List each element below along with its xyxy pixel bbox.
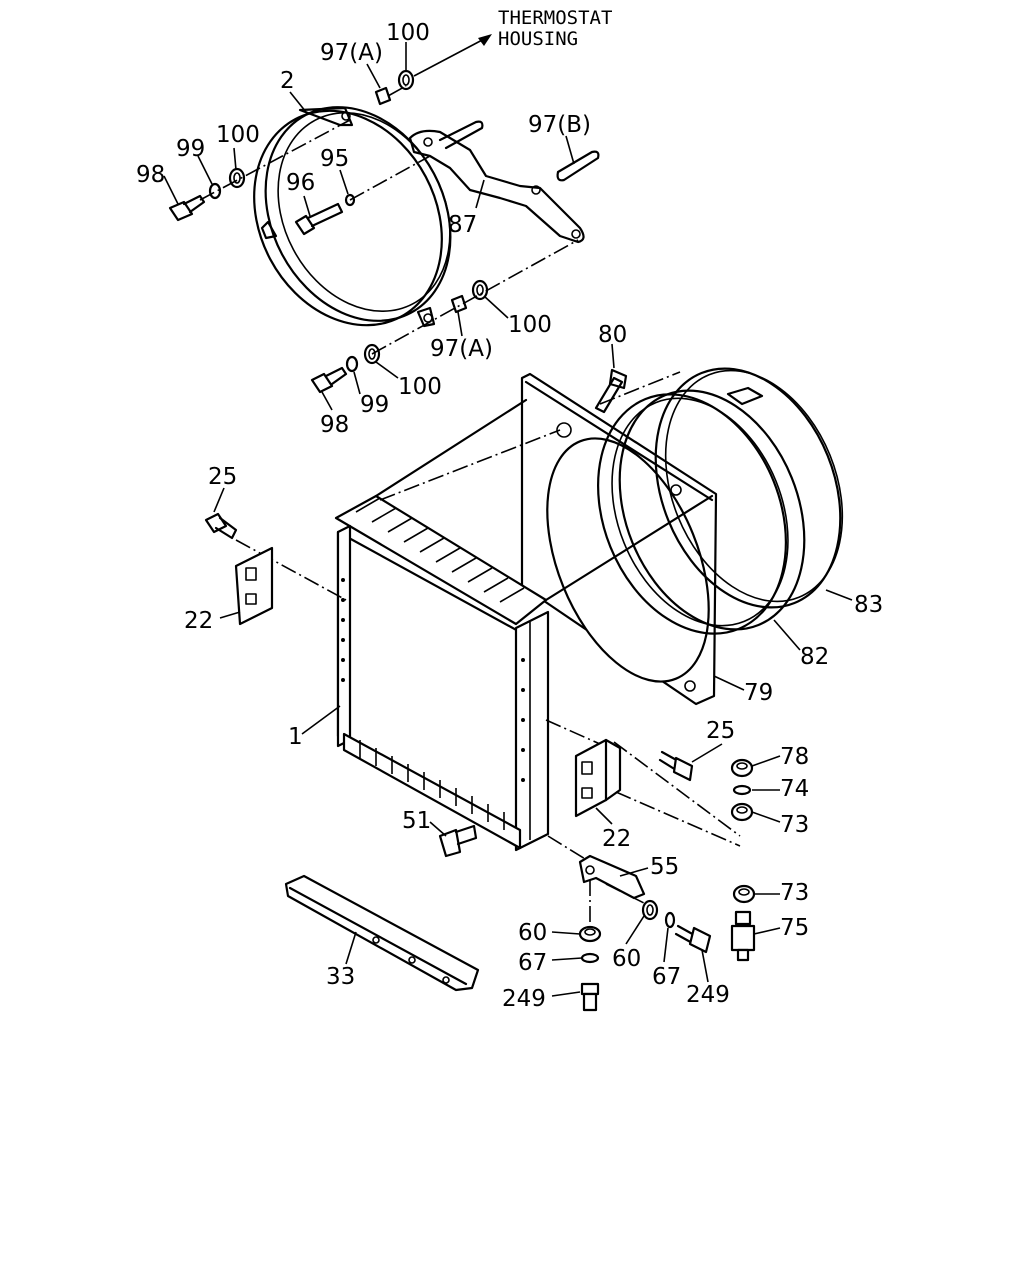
part-label-p22-right: 22 xyxy=(602,826,631,852)
part-label-p75: 75 xyxy=(780,915,809,941)
lower-support-33 xyxy=(284,874,480,992)
nut-stack-right xyxy=(730,758,756,904)
shroud-ring-82 xyxy=(597,389,806,635)
bracket-left xyxy=(204,512,274,626)
part-label-p97a-mid: 97(A) xyxy=(430,336,493,362)
drain-knob-51 xyxy=(438,824,478,858)
fan-shroud-panel xyxy=(520,372,718,706)
assembly-lines-ring xyxy=(199,85,579,355)
part-label-p79: 79 xyxy=(744,680,773,706)
part-label-p55: 55 xyxy=(650,854,679,880)
part-label-p98-top: 98 xyxy=(136,162,165,188)
part-label-p96: 96 xyxy=(286,170,315,196)
part-label-p249-left: 249 xyxy=(502,986,546,1012)
part-label-p74: 74 xyxy=(780,776,809,802)
part-label-p60-left: 60 xyxy=(518,920,547,946)
part-label-p95: 95 xyxy=(320,146,349,172)
ring-fasteners xyxy=(168,69,489,394)
bolt-80 xyxy=(594,368,628,414)
radiator-core xyxy=(334,398,714,852)
part-label-p98-low: 98 xyxy=(320,412,349,438)
thermostat-arrow xyxy=(413,34,492,77)
bracket-55 xyxy=(578,854,646,900)
thermostat-housing-note: THERMOSTAT HOUSING xyxy=(498,7,612,50)
part-label-p22-left: 22 xyxy=(184,608,213,634)
part-label-p51: 51 xyxy=(402,808,431,834)
part-label-p100-low: 100 xyxy=(398,374,442,400)
part-label-p99-low: 99 xyxy=(360,392,389,418)
part-label-p73-a: 73 xyxy=(780,812,809,838)
part-label-p83: 83 xyxy=(854,592,883,618)
part-number-labels: 297(A)1009910098959697(B)8710097(A)10099… xyxy=(136,20,883,1012)
part-label-p78: 78 xyxy=(780,744,809,770)
part-label-p100-top: 100 xyxy=(386,20,430,46)
part-label-p73-b: 73 xyxy=(780,880,809,906)
stay-bracket xyxy=(408,120,585,244)
bracket-right xyxy=(574,738,622,818)
note-line-1: THERMOSTAT xyxy=(498,7,612,29)
part-label-p87: 87 xyxy=(448,212,477,238)
part-label-p99-left: 99 xyxy=(176,136,205,162)
note-line-2: HOUSING xyxy=(498,28,578,50)
pin-97b xyxy=(556,150,600,182)
part-label-p97a-top: 97(A) xyxy=(320,40,383,66)
part-label-p60-right: 60 xyxy=(612,946,641,972)
bolt-25-right xyxy=(658,750,694,782)
part-label-p67-left: 67 xyxy=(518,950,547,976)
part-label-p1: 1 xyxy=(288,724,303,750)
part-label-p97b: 97(B) xyxy=(528,112,591,138)
part-label-p2: 2 xyxy=(280,68,295,94)
part-label-p80: 80 xyxy=(598,322,627,348)
part-label-p82: 82 xyxy=(800,644,829,670)
part-label-p249-right: 249 xyxy=(686,982,730,1008)
part-label-p25-right: 25 xyxy=(706,718,735,744)
part-label-p100-mid: 100 xyxy=(508,312,552,338)
part-label-p100-left: 100 xyxy=(216,122,260,148)
part-label-p67-right: 67 xyxy=(652,964,681,990)
fasteners-lower xyxy=(578,899,712,1012)
drain-cock-75 xyxy=(730,910,756,962)
part-label-p33: 33 xyxy=(326,964,355,990)
fan-shroud-ring xyxy=(253,106,452,328)
leader-lines xyxy=(163,42,853,997)
part-label-p25-top: 25 xyxy=(208,464,237,490)
